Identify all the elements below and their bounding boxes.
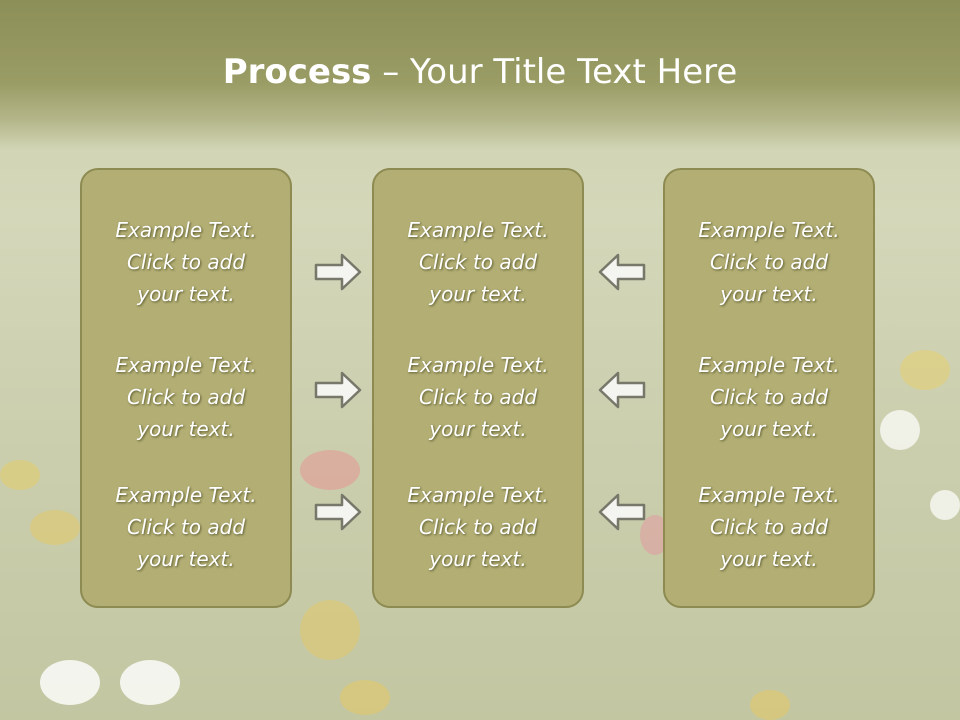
- panel-text[interactable]: Example Text. Click to add your text.: [665, 479, 873, 575]
- text-line: your text.: [137, 547, 235, 571]
- decorative-flower: [900, 350, 950, 390]
- text-line: Click to add: [418, 385, 538, 409]
- decorative-flower: [40, 660, 100, 705]
- text-line: your text.: [137, 282, 235, 306]
- panel-text[interactable]: Example Text. Click to add your text.: [374, 349, 582, 445]
- panel-text[interactable]: Example Text. Click to add your text.: [665, 349, 873, 445]
- right-arrow-icon: [314, 371, 362, 409]
- right-arrow-icon: [314, 253, 362, 291]
- decorative-flower: [30, 510, 80, 545]
- left-arrow-icon: [598, 371, 646, 409]
- text-line: your text.: [720, 417, 818, 441]
- decorative-flower: [120, 660, 180, 705]
- panel-text[interactable]: Example Text. Click to add your text.: [82, 214, 290, 310]
- decorative-flower: [750, 690, 790, 720]
- panel-text[interactable]: Example Text. Click to add your text.: [82, 479, 290, 575]
- page-title[interactable]: Process – Your Title Text Here: [0, 52, 960, 92]
- text-line: Example Text.: [115, 483, 257, 507]
- title-rest: – Your Title Text Here: [371, 52, 738, 92]
- decorative-flower: [340, 680, 390, 715]
- decorative-flower: [300, 450, 360, 490]
- text-line: your text.: [137, 417, 235, 441]
- title-bold: Process: [222, 52, 372, 92]
- text-line: your text.: [429, 547, 527, 571]
- process-panel-center[interactable]: Example Text. Click to add your text. Exam…: [372, 168, 584, 608]
- text-line: Click to add: [418, 515, 538, 539]
- text-line: Click to add: [126, 385, 246, 409]
- text-line: Example Text.: [115, 218, 257, 242]
- decorative-flower: [300, 600, 360, 660]
- decorative-flower: [880, 410, 920, 450]
- text-line: Click to add: [418, 250, 538, 274]
- left-arrow-icon: [598, 253, 646, 291]
- text-line: your text.: [720, 282, 818, 306]
- panel-text[interactable]: Example Text. Click to add your text.: [665, 214, 873, 310]
- text-line: Example Text.: [115, 353, 257, 377]
- panel-text[interactable]: Example Text. Click to add your text.: [374, 479, 582, 575]
- text-line: Example Text.: [698, 218, 840, 242]
- text-line: your text.: [429, 417, 527, 441]
- text-line: Click to add: [709, 515, 829, 539]
- process-panel-right[interactable]: Example Text. Click to add your text. Exam…: [663, 168, 875, 608]
- text-line: Click to add: [709, 385, 829, 409]
- text-line: your text.: [429, 282, 527, 306]
- text-line: Example Text.: [407, 483, 549, 507]
- text-line: Example Text.: [698, 483, 840, 507]
- panel-text[interactable]: Example Text. Click to add your text.: [374, 214, 582, 310]
- text-line: Click to add: [126, 250, 246, 274]
- process-panel-left[interactable]: Example Text. Click to add your text. Exam…: [80, 168, 292, 608]
- decorative-flower: [0, 460, 40, 490]
- text-line: Click to add: [126, 515, 246, 539]
- text-line: Example Text.: [698, 353, 840, 377]
- text-line: your text.: [720, 547, 818, 571]
- decorative-flower: [930, 490, 960, 520]
- text-line: Click to add: [709, 250, 829, 274]
- panel-text[interactable]: Example Text. Click to add your text.: [82, 349, 290, 445]
- title-band: [0, 0, 960, 150]
- left-arrow-icon: [598, 493, 646, 531]
- right-arrow-icon: [314, 493, 362, 531]
- text-line: Example Text.: [407, 218, 549, 242]
- text-line: Example Text.: [407, 353, 549, 377]
